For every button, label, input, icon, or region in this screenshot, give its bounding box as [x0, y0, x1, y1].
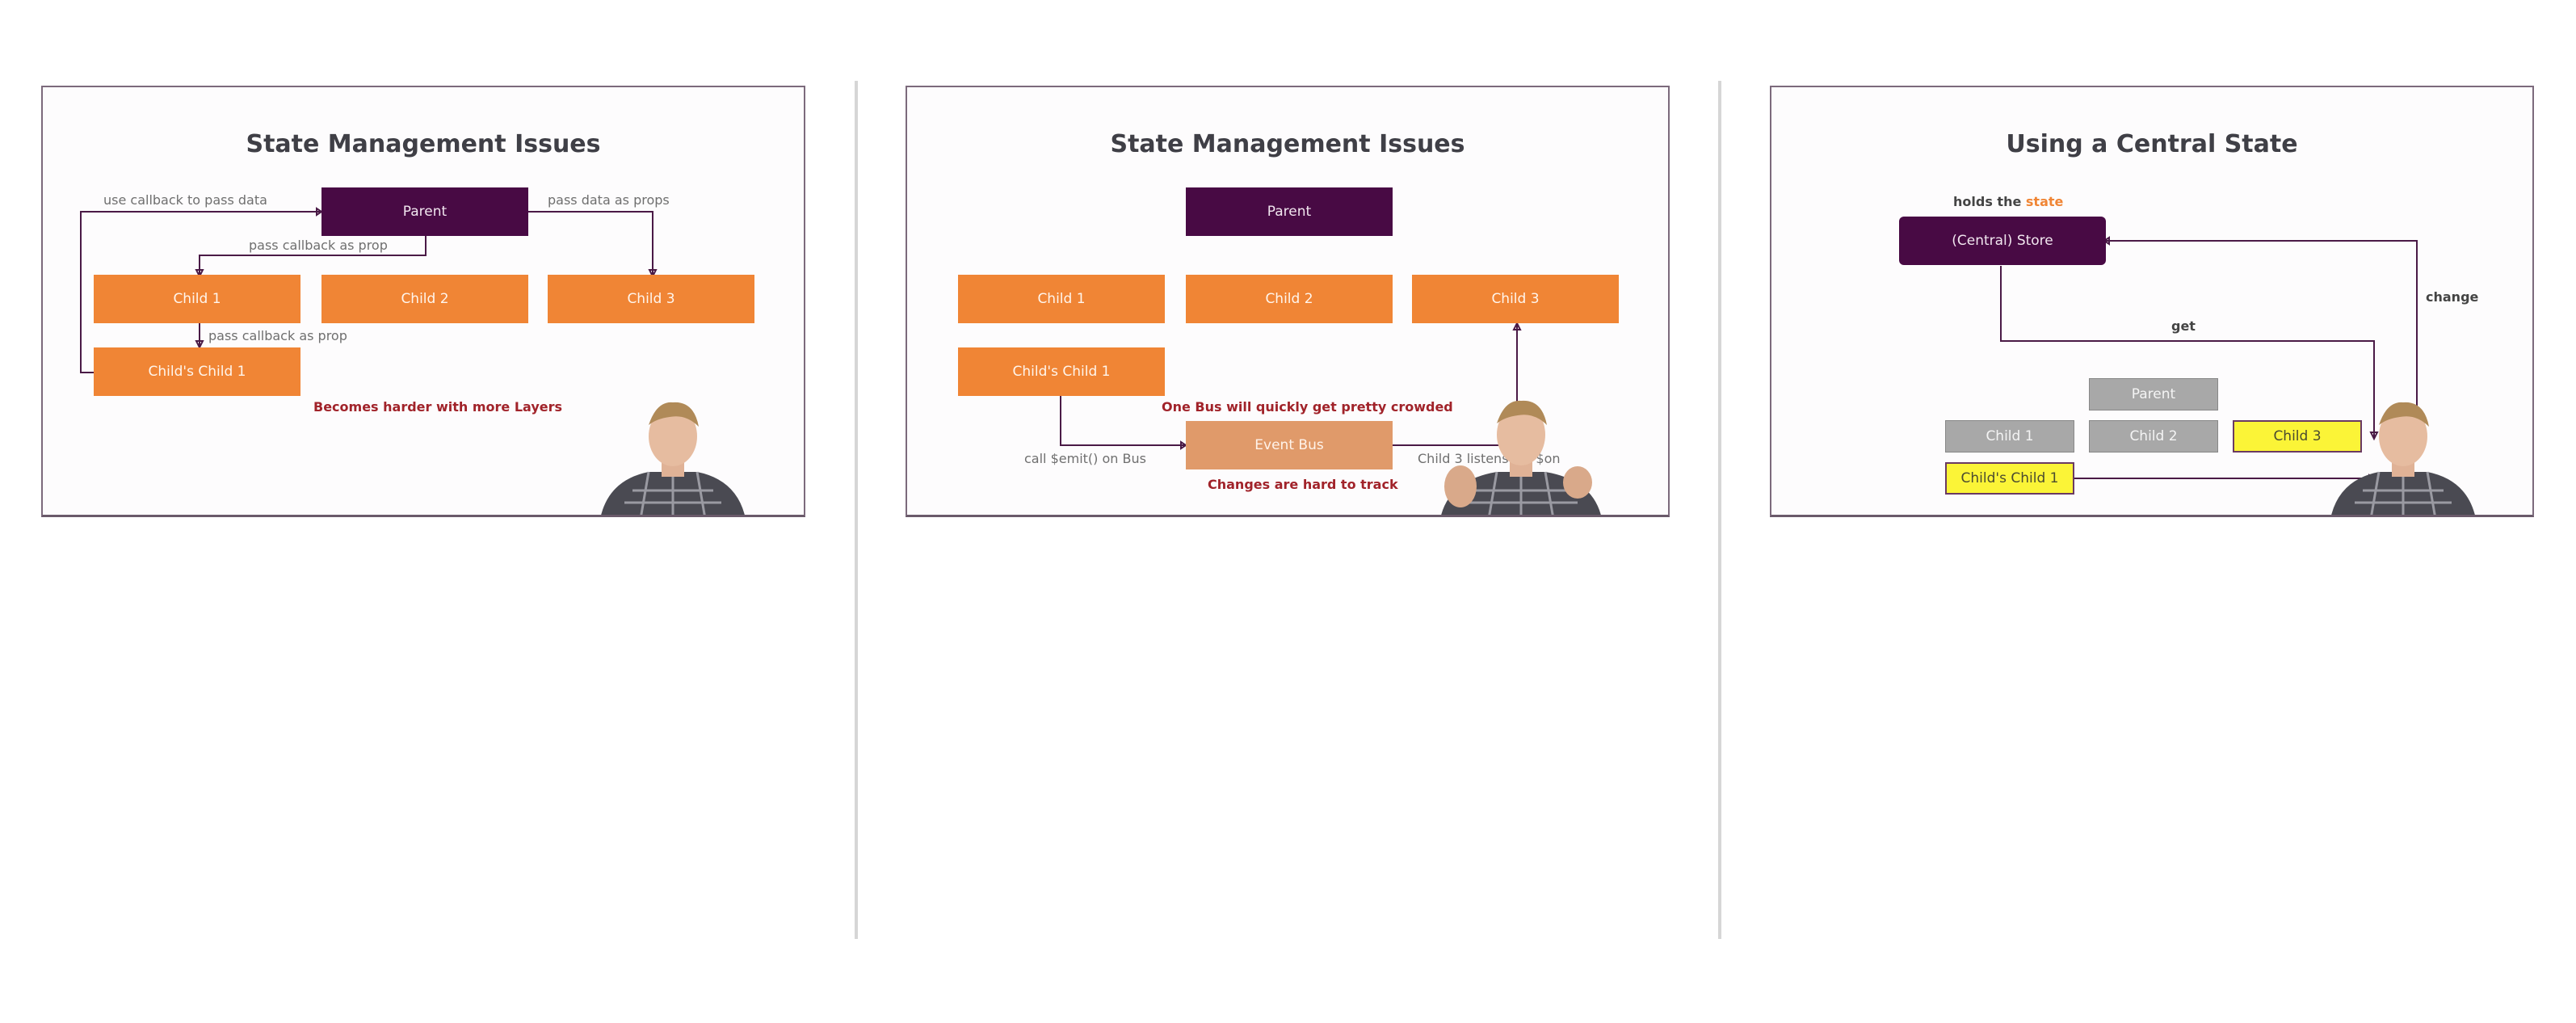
presenter-video: [1441, 400, 1601, 515]
slide3-arrows: [2000, 236, 2418, 483]
childs-child-box: Child's Child 1: [1945, 462, 2074, 495]
slide-central-state[interactable]: Using a Central State holds the state (C…: [1770, 86, 2534, 517]
slide-title: Using a Central State: [2006, 130, 2298, 158]
warning-track: Changes are hard to track: [1208, 477, 1398, 492]
holds-accent: state: [2025, 194, 2064, 209]
holds-prefix: holds the: [1953, 194, 2022, 209]
label-get: get: [2171, 318, 2196, 334]
warning-text: Becomes harder with more Layers: [313, 399, 563, 415]
child1-box: Child 1: [958, 275, 1165, 323]
label-use-callback: use callback to pass data: [103, 192, 267, 208]
slide-title: State Management Issues: [1110, 130, 1465, 158]
label-change: change: [2426, 289, 2479, 305]
child3-box: Child 3: [548, 275, 754, 323]
label-pass-callback: pass callback as prop: [249, 238, 388, 253]
event-bus-box: Event Bus: [1186, 421, 1393, 469]
slide1-arrows: [80, 207, 658, 373]
slide-title: State Management Issues: [246, 130, 601, 158]
slide-separator: [1718, 81, 1721, 939]
child1-box: Child 1: [1945, 420, 2074, 453]
presenter-video: [2331, 402, 2475, 515]
child3-box: Child 3: [2233, 420, 2362, 453]
parent-box: Parent: [321, 187, 528, 236]
slide-event-bus[interactable]: State Management Issues Parent Child 1 C…: [906, 86, 1670, 517]
central-store-box: (Central) Store: [1899, 217, 2106, 265]
child2-box: Child 2: [1186, 275, 1393, 323]
label-emit: call $emit() on Bus: [1024, 451, 1146, 466]
child2-box: Child 2: [2089, 420, 2218, 453]
child2-box: Child 2: [321, 275, 528, 323]
label-pass-callback: pass callback as prop: [208, 328, 347, 343]
label-pass-props: pass data as props: [548, 192, 670, 208]
slide-props-callbacks[interactable]: State Management Issues Parent Child 1 C…: [41, 86, 805, 517]
child3-box: Child 3: [1412, 275, 1619, 323]
parent-box: Parent: [1186, 187, 1393, 236]
childs-child-box: Child's Child 1: [958, 347, 1165, 396]
holds-state-label: holds the state: [1953, 194, 2063, 209]
child1-box: Child 1: [94, 275, 300, 323]
warning-crowded: One Bus will quickly get pretty crowded: [1162, 399, 1453, 415]
presenter-video: [601, 402, 745, 515]
slide-separator: [855, 81, 858, 939]
childs-child-box: Child's Child 1: [94, 347, 300, 396]
parent-box: Parent: [2089, 378, 2218, 410]
